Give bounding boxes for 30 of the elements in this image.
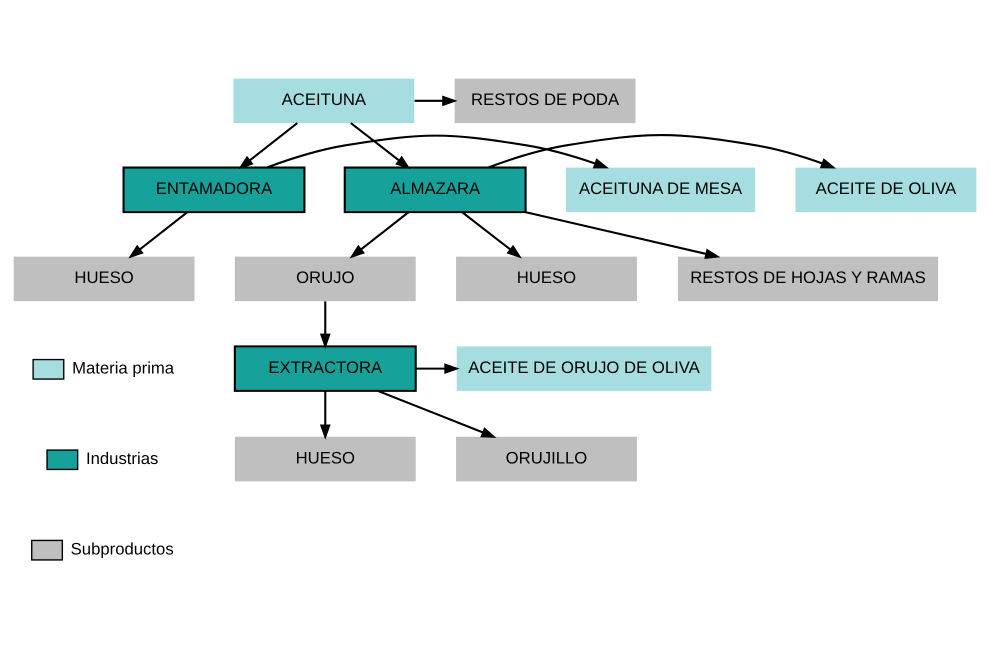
legend-label: Industrias: [86, 448, 158, 468]
node-box: ORUJILLO: [456, 436, 637, 481]
arrow: [320, 300, 331, 348]
node-box: ACEITUNA: [233, 78, 414, 123]
node-box: ACEITE DE OLIVA: [796, 167, 976, 212]
node-box: ORUJO: [234, 256, 416, 301]
node-box: ENTAMADORA: [122, 166, 306, 213]
arrow: [350, 210, 410, 258]
legend-label: Materia prima: [72, 358, 174, 378]
node-box: ALMAZARA: [344, 166, 527, 213]
arrow: [238, 122, 298, 169]
node-box: RESTOS DE HOJAS Y RAMAS: [678, 256, 938, 301]
arrow: [416, 362, 460, 374]
node-box: HUESO: [14, 256, 194, 301]
arrow: [128, 210, 188, 258]
arrow: [378, 390, 496, 438]
arrow: [525, 210, 720, 258]
node-box: EXTRACTORA: [234, 344, 417, 392]
arrow: [266, 134, 609, 168]
arrow: [488, 134, 836, 168]
node-box: ACEITE DE ORUJO DE OLIVA: [456, 346, 712, 390]
legend-label: Subproductos: [70, 538, 174, 558]
arrow: [461, 210, 522, 258]
node-box: HUESO: [456, 256, 637, 301]
arrow: [350, 122, 411, 169]
node-box: HUESO: [234, 436, 416, 481]
arrow: [414, 94, 458, 106]
arrow: [320, 390, 331, 440]
node-box: RESTOS DE PODA: [454, 78, 636, 123]
node-box: ACEITUNA DE MESA: [566, 167, 756, 212]
